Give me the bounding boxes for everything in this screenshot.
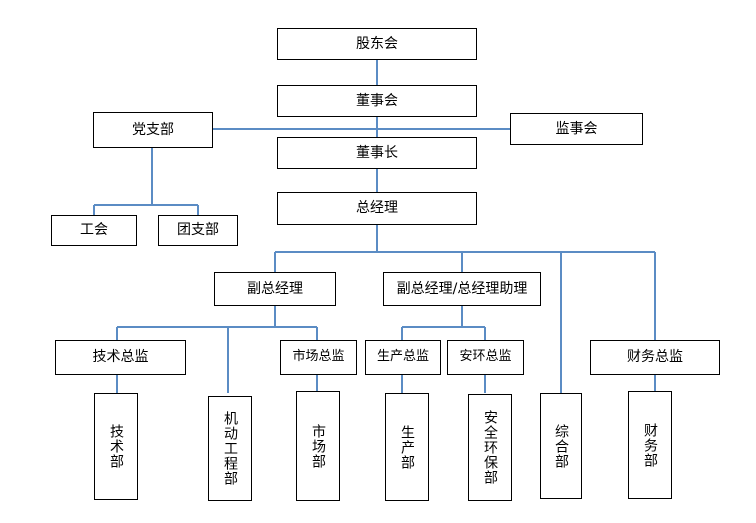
node-board-of-directors-label: 董事会 <box>356 92 398 109</box>
node-general-manager[interactable]: 总经理 <box>277 192 477 225</box>
node-youth-league-branch-label: 团支部 <box>177 222 219 239</box>
node-finance-director-label: 财务总监 <box>627 349 683 366</box>
node-marketing-department[interactable]: 市场部 <box>296 391 340 501</box>
node-technical-director-label: 技术总监 <box>92 349 149 366</box>
node-general-affairs-department-label: 综合部 <box>553 423 570 469</box>
node-technical-department[interactable]: 技术部 <box>94 393 138 500</box>
node-deputy-gm-assistant[interactable]: 副总经理/总经理助理 <box>383 272 541 306</box>
node-deputy-general-manager-label: 副总经理 <box>247 280 303 297</box>
node-safety-environment-director-label: 安环总监 <box>459 349 512 365</box>
node-technical-department-label: 技术部 <box>108 424 125 469</box>
node-board-of-supervisors-label: 监事会 <box>555 120 598 137</box>
node-marketing-director-label: 市场总监 <box>292 349 345 365</box>
node-technical-director[interactable]: 技术总监 <box>55 340 186 375</box>
node-finance-director[interactable]: 财务总监 <box>590 340 720 375</box>
node-equipment-engineering-department-label: 机动工程部 <box>222 411 239 486</box>
node-labor-union-label: 工会 <box>80 222 108 239</box>
node-shareholders-label: 股东会 <box>356 35 398 52</box>
node-deputy-general-manager[interactable]: 副总经理 <box>214 272 336 306</box>
node-marketing-department-label: 市场部 <box>310 423 327 469</box>
node-marketing-director[interactable]: 市场总监 <box>280 340 357 375</box>
node-general-manager-label: 总经理 <box>356 200 398 217</box>
node-equipment-engineering-department[interactable]: 机动工程部 <box>208 396 252 501</box>
node-labor-union[interactable]: 工会 <box>51 215 137 246</box>
node-safety-environment-department-label: 安全环保部 <box>482 410 499 485</box>
node-production-department-label: 生产部 <box>399 424 416 470</box>
node-board-of-directors[interactable]: 董事会 <box>277 85 477 117</box>
node-production-director[interactable]: 生产总监 <box>365 340 441 375</box>
node-safety-environment-department[interactable]: 安全环保部 <box>468 394 512 501</box>
node-shareholders[interactable]: 股东会 <box>277 28 477 60</box>
node-general-affairs-department[interactable]: 综合部 <box>540 393 582 499</box>
node-finance-department-label: 财务部 <box>642 422 659 468</box>
node-party-branch-label: 党支部 <box>132 121 174 138</box>
node-production-department[interactable]: 生产部 <box>385 393 429 501</box>
node-safety-environment-director[interactable]: 安环总监 <box>447 340 524 375</box>
node-party-branch[interactable]: 党支部 <box>93 112 213 148</box>
node-chairman-label: 董事长 <box>356 144 398 161</box>
node-finance-department[interactable]: 财务部 <box>628 391 672 499</box>
node-youth-league-branch[interactable]: 团支部 <box>158 215 238 246</box>
node-deputy-gm-assistant-label: 副总经理/总经理助理 <box>396 280 528 297</box>
node-board-of-supervisors[interactable]: 监事会 <box>510 113 643 145</box>
node-chairman[interactable]: 董事长 <box>277 137 477 169</box>
node-production-director-label: 生产总监 <box>376 349 429 365</box>
